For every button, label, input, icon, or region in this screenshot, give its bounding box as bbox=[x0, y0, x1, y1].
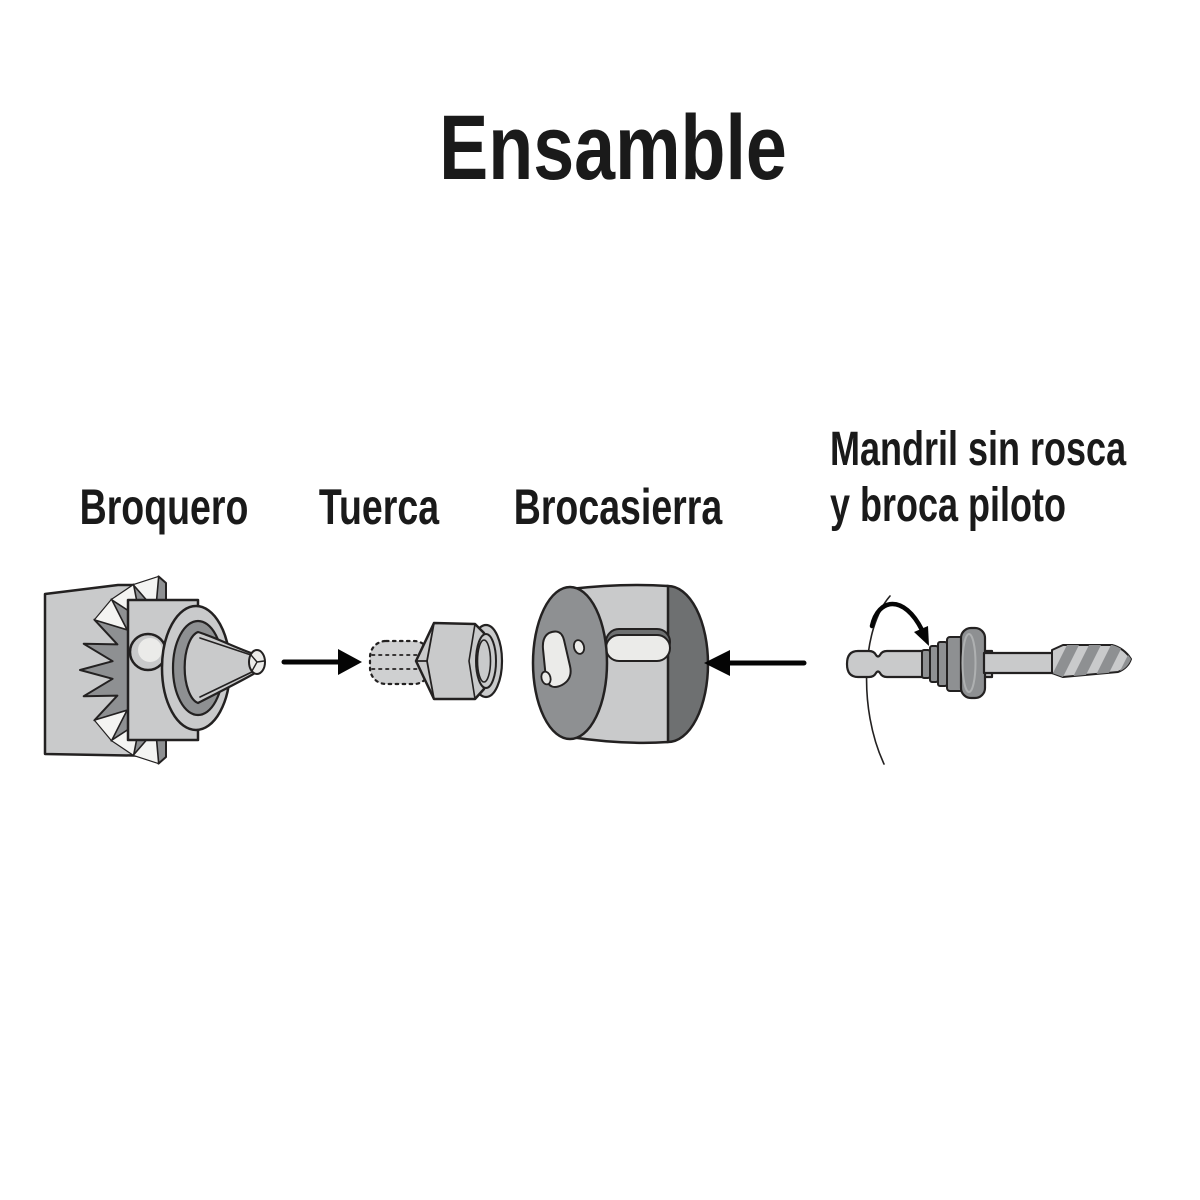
mandril-illustration bbox=[845, 595, 1132, 765]
label-broquero: Broquero bbox=[79, 479, 249, 535]
jaw-line-bottom bbox=[199, 670, 255, 698]
brocasierra-illustration bbox=[531, 583, 710, 745]
chuck-tip-jaw-split bbox=[250, 654, 265, 672]
rotation-path-line bbox=[865, 595, 891, 765]
nut-facet-right bbox=[468, 623, 476, 700]
nut-ring-inner bbox=[476, 639, 492, 683]
chuck-key-hole-inner bbox=[138, 638, 162, 662]
label-tuerca: Tuerca bbox=[318, 479, 440, 535]
label-mandril: Mandril sin rosca y broca piloto bbox=[830, 422, 1126, 534]
assembly-arrow-left-icon bbox=[704, 650, 807, 676]
holesaw-pin-hole-bottom bbox=[540, 670, 552, 686]
label-mandril-line2: y broca piloto bbox=[830, 479, 1067, 532]
mandril-collar-stack bbox=[921, 626, 987, 700]
holesaw-center-cutout bbox=[541, 630, 572, 688]
label-brocasierra: Brocasierra bbox=[513, 479, 723, 535]
page-title: Ensamble bbox=[439, 97, 787, 199]
hidden-thread-lines bbox=[371, 654, 429, 670]
pilot-bit-shaft bbox=[982, 651, 1058, 675]
chuck-jaws-cone bbox=[183, 630, 262, 705]
broquero-illustration bbox=[43, 575, 266, 765]
holesaw-pin-hole-top bbox=[572, 639, 586, 655]
rotation-arrow-icon bbox=[869, 601, 929, 646]
assembly-arrow-right-icon bbox=[281, 649, 362, 675]
holesaw-slot bbox=[605, 634, 671, 662]
label-mandril-line1: Mandril sin rosca bbox=[830, 423, 1127, 476]
jaw-line-top bbox=[199, 637, 255, 657]
mandril-flange-highlight bbox=[961, 633, 977, 693]
tuerca-illustration bbox=[368, 621, 504, 701]
